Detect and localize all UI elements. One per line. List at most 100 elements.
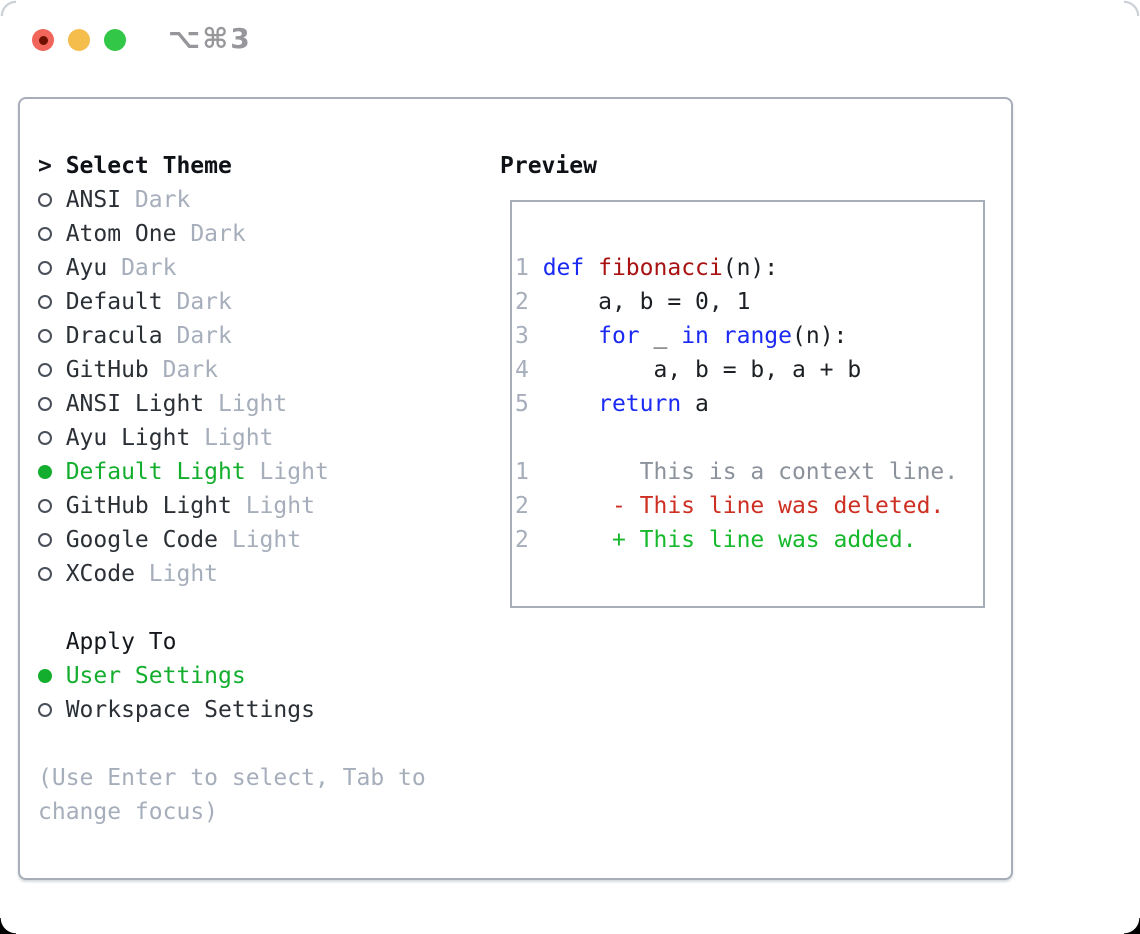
select-theme-header: > Select Theme <box>38 149 329 183</box>
theme-name: Default Light <box>65 459 246 485</box>
help-text: (Use Enter to select, Tab to change focu… <box>38 761 426 829</box>
code-line: 2 + This line was added. <box>515 523 958 557</box>
preview-title: Preview <box>500 153 597 179</box>
code-line: 1 This is a context line. <box>515 455 958 489</box>
radio-unselected-icon <box>38 397 52 411</box>
code-token: fibonacci <box>598 255 723 281</box>
theme-name: ANSI Light <box>65 391 205 417</box>
code-token: a, b = 0, 1 <box>542 289 751 315</box>
code-token: range <box>722 323 792 349</box>
theme-variant: Dark <box>121 187 191 213</box>
window-corner-top-left <box>0 0 16 16</box>
preview-header: Preview <box>500 149 597 183</box>
theme-option[interactable]: GitHub Light Light <box>38 489 329 523</box>
zoom-button[interactable] <box>104 29 126 51</box>
code-token <box>584 255 598 281</box>
theme-variant: Dark <box>148 357 219 383</box>
line-number: 3 <box>515 323 543 349</box>
theme-variant: Light <box>218 527 302 553</box>
code-line: 1 def fibonacci(n): <box>515 251 958 285</box>
radio-unselected-icon <box>38 295 52 309</box>
theme-name: Ayu Light <box>65 425 191 451</box>
code-line: 2 - This line was deleted. <box>515 489 958 523</box>
theme-name: Atom One <box>65 221 177 247</box>
window-corner-bottom-right <box>1124 918 1140 934</box>
code-token: a <box>681 391 709 417</box>
theme-name: XCode <box>65 561 135 587</box>
theme-name: GitHub Light <box>65 493 232 519</box>
window-corner-top-right <box>1124 0 1140 16</box>
preview-box <box>510 200 985 608</box>
code-token: return <box>598 391 682 417</box>
theme-name: Ayu <box>65 255 108 281</box>
code-token: a, b = b, a + b <box>542 357 862 383</box>
line-number: 1 <box>515 459 543 485</box>
code-line: 3 for _ in range(n): <box>515 319 958 353</box>
code-line: 5 return a <box>515 387 958 421</box>
theme-variant: Light <box>190 425 274 451</box>
code-token: (n): <box>792 323 848 349</box>
radio-unselected-icon <box>38 703 52 717</box>
apply-option-label: User Settings <box>65 663 246 689</box>
code-line <box>515 421 958 455</box>
apply-option[interactable]: User Settings <box>38 659 315 693</box>
radio-selected-icon <box>38 465 52 479</box>
theme-option[interactable]: XCode Light <box>38 557 329 591</box>
theme-name: Dracula <box>65 323 163 349</box>
radio-unselected-icon <box>38 261 52 275</box>
line-number: 5 <box>515 391 543 417</box>
theme-name: Google Code <box>65 527 219 553</box>
window-title: ⌥⌘3 <box>168 22 252 55</box>
radio-unselected-icon <box>38 329 52 343</box>
radio-unselected-icon <box>38 431 52 445</box>
code-token <box>543 323 598 349</box>
apply-option[interactable]: Workspace Settings <box>38 693 315 727</box>
code-token: def <box>542 255 585 281</box>
theme-variant: Dark <box>162 289 232 315</box>
theme-option[interactable]: Default Dark <box>38 285 329 319</box>
apply-to-section: Apply To <box>38 625 177 659</box>
theme-variant: Dark <box>107 255 177 281</box>
theme-variant: Light <box>231 493 315 519</box>
radio-selected-icon <box>38 669 52 683</box>
help-line-2: change focus) <box>38 799 219 825</box>
line-number: 2 <box>515 493 543 519</box>
theme-option[interactable]: ANSI Light Light <box>38 387 329 421</box>
close-button[interactable] <box>32 29 54 51</box>
unsaved-dot-icon <box>38 35 48 45</box>
theme-option[interactable]: Atom One Dark <box>38 217 329 251</box>
apply-to-title: Apply To <box>65 629 177 655</box>
theme-option[interactable]: Google Code Light <box>38 523 329 557</box>
code-line: 4 a, b = b, a + b <box>515 353 958 387</box>
radio-unselected-icon <box>38 567 52 581</box>
theme-option[interactable]: GitHub Dark <box>38 353 329 387</box>
theme-option[interactable]: Ayu Light Light <box>38 421 329 455</box>
code-token: in <box>681 323 709 349</box>
radio-unselected-icon <box>38 533 52 547</box>
cursor-icon: > <box>38 153 52 179</box>
theme-variant: Light <box>204 391 288 417</box>
code-token: This is a context line. <box>542 459 959 485</box>
code-token: for <box>598 323 640 349</box>
theme-option[interactable]: Ayu Dark <box>38 251 329 285</box>
radio-unselected-icon <box>38 227 52 241</box>
theme-name: Default <box>65 289 163 315</box>
code-line: 2 a, b = 0, 1 <box>515 285 958 319</box>
select-theme-title: Select Theme <box>65 153 232 179</box>
line-number: 4 <box>515 357 543 383</box>
line-number: 2 <box>515 527 543 553</box>
minimize-button[interactable] <box>68 29 90 51</box>
help-line-1: (Use Enter to select, Tab to <box>38 765 426 791</box>
code-token: (n): <box>722 255 779 281</box>
theme-name: ANSI <box>65 187 122 213</box>
theme-option[interactable]: Dracula Dark <box>38 319 329 353</box>
radio-unselected-icon <box>38 193 52 207</box>
theme-option[interactable]: ANSI Dark <box>38 183 329 217</box>
code-token: - This line was deleted. <box>542 493 945 519</box>
theme-option[interactable]: Default Light Light <box>38 455 329 489</box>
theme-variant: Dark <box>162 323 232 349</box>
code-token: _ <box>639 323 682 349</box>
